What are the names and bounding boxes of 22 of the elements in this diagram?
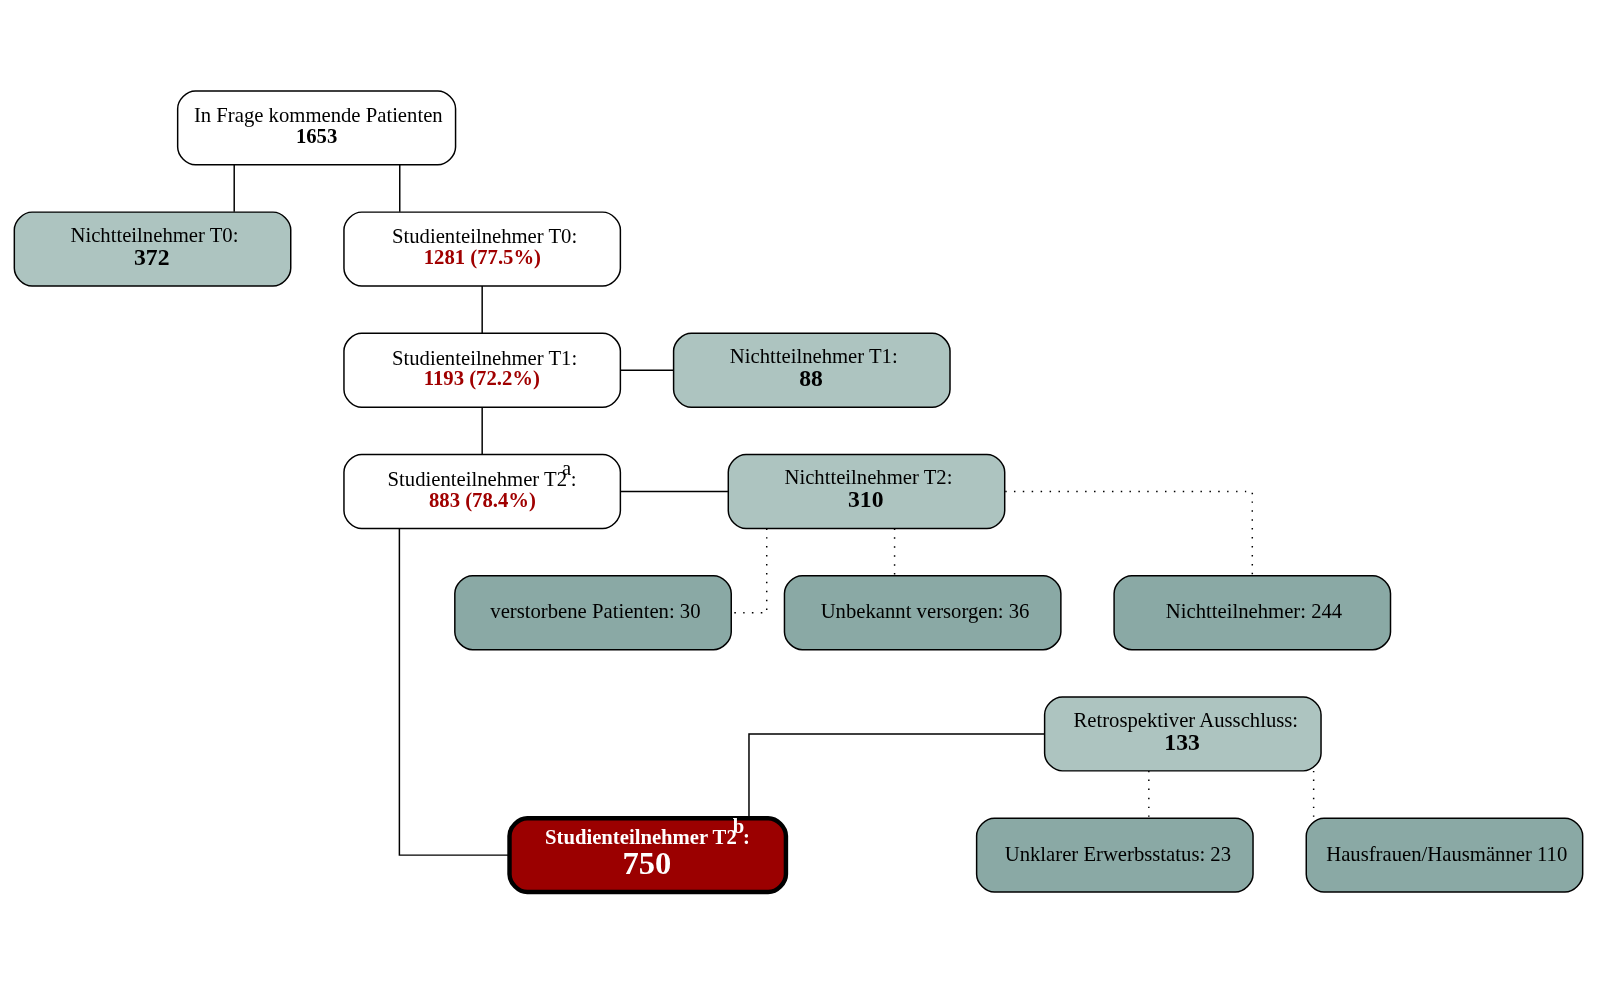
node-box: Studienteilnehmer T1: 1193 (72.2%) [343, 332, 622, 408]
node-box: Nichtteilnehmer: 244 [1113, 575, 1392, 651]
connector [619, 369, 674, 372]
node-box: In Frage kommende Patienten 1653 [176, 90, 457, 166]
node-box: Unklarer Erwerbsstatus: 23 [975, 817, 1254, 893]
node-box: Unbekannt versorgen: 36 [783, 575, 1062, 651]
node-box: Nichtteilnehmer T1: 88 [672, 332, 951, 408]
node-box: Studienteilnehmer T0: 1281 (77.5%) [343, 211, 622, 287]
connector [398, 528, 510, 856]
node-box: Hausfrauen/Hausmänner 110 [1305, 817, 1584, 893]
connector [1312, 770, 1315, 819]
node-box: verstorbene Patienten: 30 [454, 575, 732, 651]
connector [620, 490, 729, 493]
connector [481, 285, 483, 334]
connector [748, 733, 1046, 819]
connector [233, 164, 235, 213]
node-box: Nichtteilnehmer T0: 372 [13, 211, 292, 287]
connector [1004, 490, 1254, 577]
connector [481, 406, 483, 455]
node-box: Nichtteilnehmer T2: 310 [727, 453, 1006, 530]
node-box: Retrospektiver Ausschluss: 133 [1043, 696, 1322, 772]
connector [399, 164, 401, 213]
